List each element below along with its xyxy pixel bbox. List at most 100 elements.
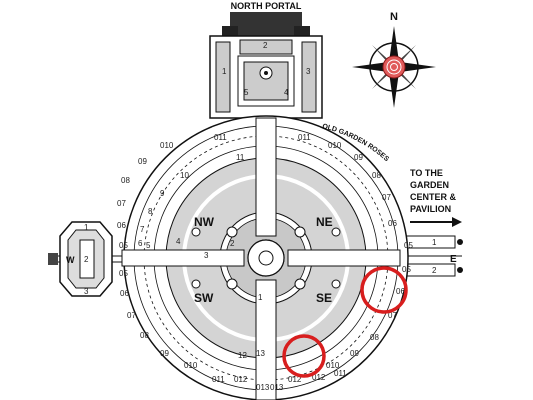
- ring-label: 011: [214, 133, 227, 142]
- portal-tower-right: [294, 26, 310, 38]
- west-structure: W 1 2 3: [48, 221, 135, 297]
- ring-label: 1: [258, 293, 263, 302]
- quadrant-se-label: SE: [316, 291, 332, 305]
- ring-label: 012: [312, 373, 326, 382]
- directions-to-garden-center: TO THE GARDEN CENTER & PAVILION: [410, 168, 462, 227]
- ring-label: 010: [326, 361, 340, 370]
- east-label: E: [450, 254, 457, 265]
- outer-ring-labels-bottom: 011 012 012 013 013 012 011: [212, 369, 347, 392]
- east-path: 1 2 E: [399, 235, 463, 277]
- east-path-label-1: 1: [432, 238, 437, 247]
- directions-line-3: CENTER &: [410, 192, 457, 202]
- north-bed-2: [239, 39, 293, 55]
- north-portal-building: 1 2 3 4 5: [209, 12, 323, 119]
- ring-label: 010: [184, 361, 198, 370]
- ring-label: 06: [117, 221, 126, 230]
- ring-label: 06: [388, 219, 397, 228]
- ring-label: 08: [370, 333, 379, 342]
- ring-label: 05: [402, 265, 411, 274]
- north-fountain-center: [264, 71, 268, 75]
- ring-label: 7: [140, 225, 145, 234]
- quadrant-sw-label: SW: [194, 291, 214, 305]
- highlight-circle-south: [282, 334, 326, 378]
- ne-small-fountain: [294, 226, 306, 238]
- north-bed-label-5: 5: [244, 88, 249, 97]
- inner-ring-labels: 11 10 9 8 7 6 5 4 3 2 1 12 13: [138, 153, 265, 360]
- north-bed-1: [215, 41, 231, 113]
- north-bed-label-4: 4: [284, 88, 289, 97]
- north-portal-label: NORTH PORTAL: [231, 1, 302, 11]
- ring-label: 09: [138, 157, 147, 166]
- outer-ring-labels-right: 010 09 08 07 06 05 05 06 07 08 09 010: [326, 141, 413, 370]
- ring-label: 011: [212, 375, 225, 384]
- directions-line-4: PAVILION: [410, 204, 451, 214]
- ring-label: 09: [354, 153, 363, 162]
- ring-label: 9: [160, 189, 165, 198]
- ring-label: 06: [396, 287, 405, 296]
- ring-label: 010: [160, 141, 174, 150]
- ring-label: 09: [160, 349, 169, 358]
- ring-label: 05: [119, 269, 128, 278]
- rose-icon: [382, 55, 406, 79]
- west-bed-2: [79, 239, 95, 279]
- directions-line-2: GARDEN: [410, 180, 449, 190]
- ring-label: 012: [234, 375, 248, 384]
- portal-tower-left: [222, 26, 238, 38]
- quadrant-nw-label: NW: [194, 215, 215, 229]
- nw-outer-fountain: [191, 227, 201, 237]
- ring-label: 11: [236, 153, 245, 162]
- north-bed-label-2: 2: [263, 41, 268, 50]
- west-bed-label-3: 3: [84, 287, 89, 296]
- ring-label: 07: [388, 311, 397, 320]
- ring-label: 12: [238, 351, 247, 360]
- west-bed-label-1: 1: [84, 223, 89, 232]
- ring-label: 07: [117, 199, 126, 208]
- west-gate: [48, 253, 58, 265]
- se-outer-fountain: [331, 279, 341, 289]
- north-bed-3: [301, 41, 317, 113]
- highlight-circle-east: [360, 266, 408, 314]
- east-post-top: [457, 239, 463, 245]
- ring-label: 06: [120, 289, 129, 298]
- west-walkway: [121, 249, 245, 267]
- directions-line-1: TO THE: [410, 168, 443, 178]
- quadrant-ne-label: NE: [316, 215, 333, 229]
- ring-label: 8: [148, 207, 153, 216]
- outer-ring-labels-top: 011 011: [214, 133, 311, 142]
- ring-label: 08: [372, 171, 381, 180]
- north-portal-roof: [230, 12, 302, 36]
- ring-label: 5: [146, 241, 151, 250]
- ring-label: 05: [404, 241, 413, 250]
- nw-small-fountain: [226, 226, 238, 238]
- outer-ring-labels-left: 010 09 08 07 06 05 05 06 07 08 09 010: [117, 141, 198, 370]
- central-fountain-basin-top: [258, 250, 274, 266]
- ring-label: 2: [230, 239, 235, 248]
- ring-label: 13: [256, 349, 265, 358]
- ring-label: 011: [334, 369, 347, 378]
- ring-label: 07: [382, 193, 391, 202]
- ring-label: 07: [127, 311, 136, 320]
- ne-outer-fountain: [331, 227, 341, 237]
- north-bed-label-3: 3: [306, 67, 311, 76]
- directions-arrow-icon: [452, 217, 462, 227]
- north-bed-label-1: 1: [222, 67, 227, 76]
- south-walkway: [255, 279, 277, 400]
- ring-label: 10: [180, 171, 189, 180]
- compass: N: [352, 11, 436, 108]
- se-small-fountain: [294, 278, 306, 290]
- sw-outer-fountain: [191, 279, 201, 289]
- ring-label: 013: [270, 383, 284, 392]
- circular-garden: NW NE SW SE: [121, 115, 409, 400]
- east-post-bottom: [457, 267, 463, 273]
- east-walkway: [287, 249, 401, 267]
- ring-label: 011: [298, 133, 311, 142]
- ring-label: 012: [288, 375, 302, 384]
- sw-small-fountain: [226, 278, 238, 290]
- ring-label: 09: [350, 349, 359, 358]
- ring-label: 6: [138, 239, 143, 248]
- ring-label: 4: [176, 237, 181, 246]
- ring-label: 05: [119, 241, 128, 250]
- ring-label: 3: [204, 251, 209, 260]
- north-walkway: [255, 117, 277, 237]
